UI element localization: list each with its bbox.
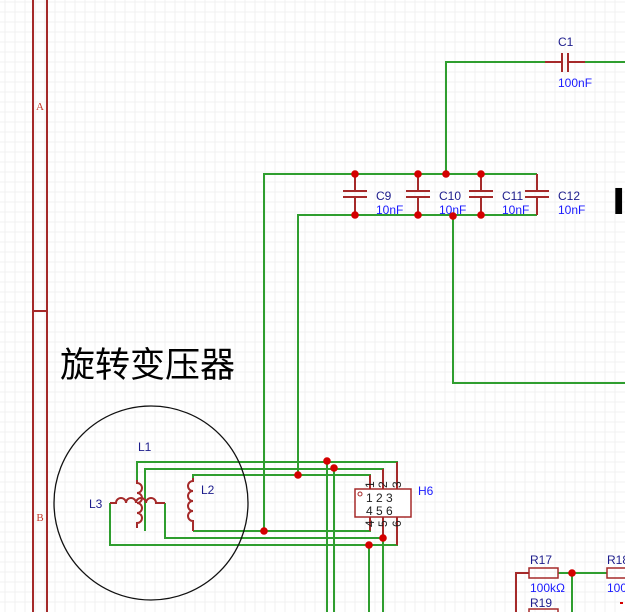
resistor-r18[interactable]: R18 100 — [606, 553, 625, 595]
junction-dot — [379, 534, 387, 542]
resolver-transformer[interactable]: L1 L2 L3 — [53, 405, 249, 601]
resistor-ref: R18 — [607, 553, 625, 567]
junction-dot — [449, 212, 457, 220]
capacitor-value: 10nF — [439, 203, 466, 217]
pin-number: 3 — [390, 481, 404, 488]
junction-dot — [365, 541, 373, 549]
junction-dot — [477, 170, 485, 178]
edge-text: I — [612, 182, 625, 223]
pin-number: 6 — [390, 520, 404, 527]
wires[interactable] — [109, 61, 625, 612]
resistor-r19[interactable]: R19 — [528, 596, 559, 612]
capacitor-value: 10nF — [376, 203, 403, 217]
sheet-title: 旋转变压器 — [60, 346, 235, 386]
pin1-marker — [357, 491, 363, 497]
junction-dot — [568, 569, 576, 577]
inductor-ref: L2 — [201, 483, 215, 497]
inductor-l2[interactable] — [187, 478, 194, 531]
junction-dot — [323, 457, 331, 465]
resistor-value: 100kΩ — [530, 581, 565, 595]
inductor-ref: L3 — [89, 497, 103, 511]
connector-ref: H6 — [418, 484, 434, 498]
junction-dot — [294, 471, 302, 479]
resistor-value: 100 — [607, 581, 625, 595]
resistor-ref: R19 — [530, 596, 552, 610]
capacitor-ref: C1 — [558, 35, 574, 49]
wire[interactable] — [193, 527, 371, 532]
wire[interactable] — [297, 214, 537, 475]
capacitor-c1[interactable]: C1 100nF — [545, 35, 592, 90]
resistor-ref: R17 — [530, 553, 552, 567]
inductor-l1[interactable] — [136, 480, 143, 528]
pin-number: 4 — [363, 520, 377, 527]
connector-body — [354, 488, 412, 518]
sheet-frame: A B — [32, 0, 48, 612]
junction-dot — [414, 170, 422, 178]
wire[interactable] — [445, 61, 545, 174]
junction-dot — [330, 464, 338, 472]
junction-dot — [351, 211, 359, 219]
pin-number: 2 — [376, 481, 390, 488]
resistor-r17[interactable]: R17 100kΩ — [515, 553, 565, 612]
inductor-ref: L1 — [138, 440, 152, 454]
capacitor-ref: C9 — [376, 189, 392, 203]
junction-dot — [442, 170, 450, 178]
transformer-outline — [53, 405, 249, 601]
frame-row-label: A — [36, 101, 44, 113]
wire[interactable] — [192, 474, 371, 480]
capacitor-value: 100nF — [558, 76, 592, 90]
frame-row-label: B — [36, 512, 43, 524]
capacitor-value: 10nF — [558, 203, 585, 217]
capacitor-ref: C11 — [502, 189, 523, 203]
pin-number: 5 — [376, 520, 390, 527]
junctions — [260, 170, 576, 577]
junction-dot — [477, 211, 485, 219]
capacitor-ref: C12 — [558, 189, 580, 203]
wire[interactable] — [164, 503, 384, 539]
inductor-l3[interactable] — [110, 497, 165, 504]
capacitor-ref: C10 — [439, 189, 461, 203]
junction-dot — [260, 527, 268, 535]
connector-body-text: 1 2 3 — [366, 491, 393, 505]
junction-dot — [414, 211, 422, 219]
connector-h6[interactable]: 1 2 3 4 5 6 1 2 3 4 5 6 H6 — [354, 462, 434, 545]
pin-number: 1 — [363, 481, 377, 488]
connector-body-text: 4 5 6 — [366, 504, 393, 518]
partial-mark — [620, 602, 623, 604]
junction-dot — [351, 170, 359, 178]
capacitor-value: 10nF — [502, 203, 529, 217]
wire[interactable] — [452, 215, 625, 384]
